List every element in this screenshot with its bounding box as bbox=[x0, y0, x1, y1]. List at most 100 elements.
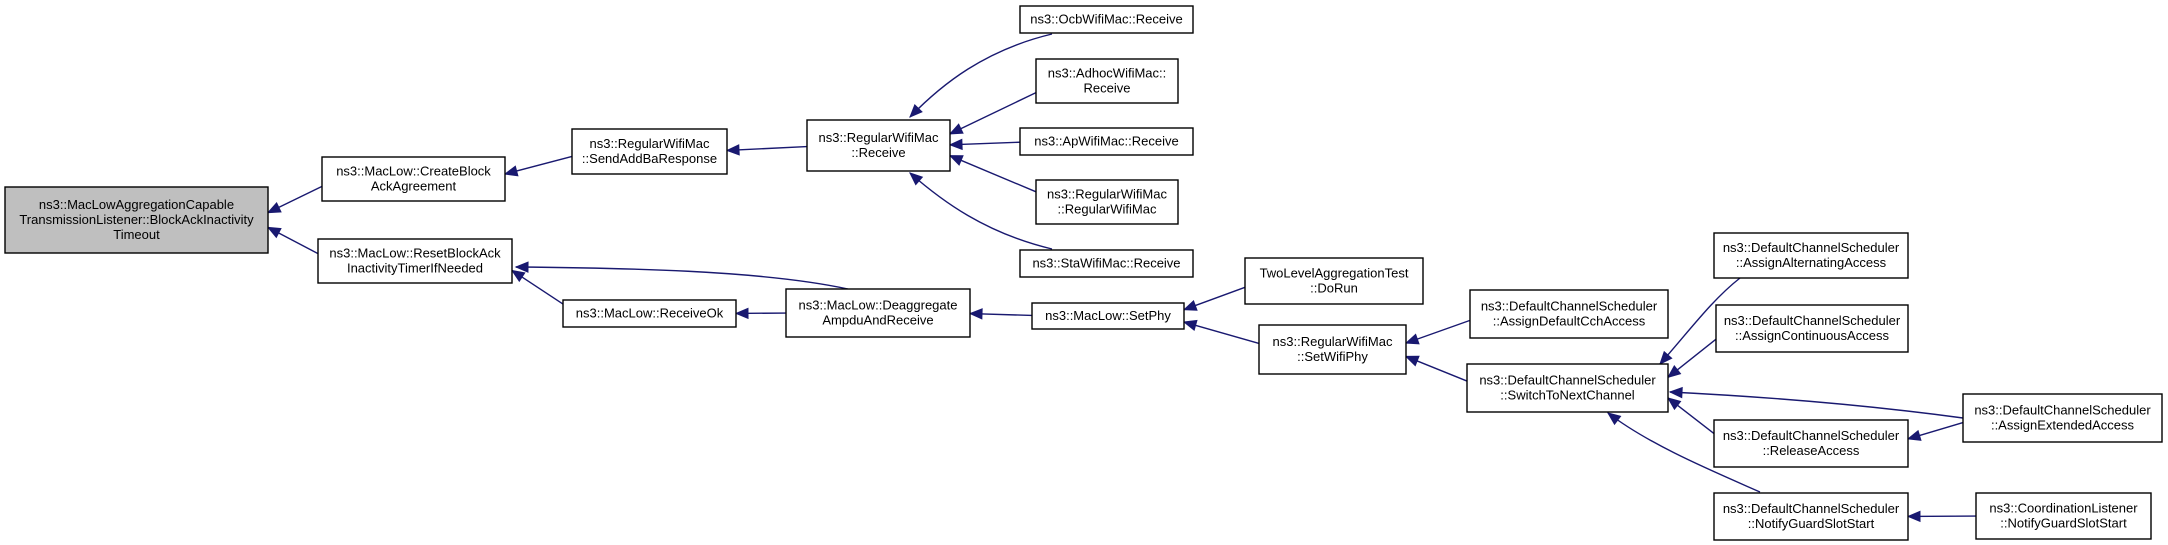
node-label: ns3::DefaultChannelScheduler bbox=[1974, 403, 2151, 418]
arrowhead-icon bbox=[1659, 350, 1673, 365]
node-box bbox=[317, 238, 513, 284]
arrowhead-icon bbox=[1182, 299, 1198, 311]
node-n21[interactable]: ns3::DefaultChannelScheduler::NotifyGuar… bbox=[1713, 492, 1909, 541]
node-n12[interactable]: ns3::MacLow::SetPhy bbox=[1031, 302, 1185, 330]
node-label: AckAgreement bbox=[371, 179, 457, 194]
edge-n11-to-n10 bbox=[734, 307, 787, 320]
node-n18[interactable]: ns3::DefaultChannelScheduler::AssignCont… bbox=[1715, 304, 1909, 353]
node-n7[interactable]: ns3::ApWifiMac::Receive bbox=[1019, 127, 1194, 156]
edge-n16-to-n14 bbox=[1404, 355, 1468, 382]
node-label: ns3::DefaultChannelScheduler bbox=[1481, 299, 1658, 314]
node-n8[interactable]: ns3::RegularWifiMac::RegularWifiMac bbox=[1035, 179, 1179, 225]
node-label: AmpduAndReceive bbox=[822, 313, 933, 328]
edge-line bbox=[1183, 321, 1260, 345]
node-label: ns3::AdhocWifiMac:: bbox=[1048, 66, 1167, 81]
edge-n19-to-n20 bbox=[1906, 421, 1964, 441]
node-label: ns3::MacLow::Deaggregate bbox=[799, 298, 958, 313]
node-label: ns3::DefaultChannelScheduler bbox=[1479, 373, 1656, 388]
node-label: ns3::DefaultChannelScheduler bbox=[1723, 501, 1900, 516]
arrowhead-icon bbox=[968, 308, 983, 320]
node-label: ::NotifyGuardSlotStart bbox=[1748, 516, 1875, 531]
arrowhead-icon bbox=[1404, 355, 1420, 367]
edge-n1-to-n0 bbox=[266, 185, 323, 214]
node-n9[interactable]: ns3::StaWifiMac::Receive bbox=[1019, 249, 1194, 278]
node-box bbox=[785, 288, 971, 338]
node-n10[interactable]: ns3::MacLow::ReceiveOk bbox=[562, 299, 737, 328]
edge-n15-to-n14 bbox=[1404, 319, 1471, 345]
node-box bbox=[806, 119, 951, 172]
arrowhead-icon bbox=[1182, 319, 1198, 331]
arrowhead-icon bbox=[1906, 429, 1922, 441]
edge-n8-to-n4 bbox=[948, 155, 1037, 193]
arrowhead-icon bbox=[734, 307, 749, 320]
node-label: ns3::MacLow::ResetBlockAck bbox=[329, 246, 501, 261]
node-label: ns3::MacLow::CreateBlock bbox=[336, 164, 491, 179]
node-box bbox=[1713, 492, 1909, 541]
edge-line bbox=[909, 33, 1053, 118]
edge-line bbox=[726, 145, 808, 152]
edge-line bbox=[949, 155, 1037, 193]
edge-line bbox=[949, 91, 1037, 135]
node-n17[interactable]: ns3::DefaultChannelScheduler::AssignAlte… bbox=[1713, 232, 1909, 279]
node-n15[interactable]: ns3::DefaultChannelScheduler::AssignDefa… bbox=[1469, 289, 1669, 339]
node-label: ::SendAddBaResponse bbox=[582, 151, 717, 166]
arrowhead-icon bbox=[1666, 365, 1682, 379]
node-label: TransmissionListener::BlockAckInactivity bbox=[19, 212, 254, 227]
arrowhead-icon bbox=[1404, 333, 1420, 345]
node-label: ::AssignExtendedAccess bbox=[1991, 418, 2135, 433]
node-n6[interactable]: ns3::AdhocWifiMac::Receive bbox=[1035, 58, 1179, 104]
arrowhead-icon bbox=[510, 269, 526, 283]
node-label: ns3::CoordinationListener bbox=[1989, 501, 2138, 516]
node-box bbox=[1466, 363, 1669, 413]
node-n5[interactable]: ns3::OcbWifiMac::Receive bbox=[1019, 5, 1194, 34]
node-n13[interactable]: TwoLevelAggregationTest::DoRun bbox=[1244, 257, 1424, 305]
node-label: ns3::StaWifiMac::Receive bbox=[1032, 256, 1180, 271]
edge-n5-to-n4 bbox=[909, 33, 1053, 118]
node-n3[interactable]: ns3::RegularWifiMac::SendAddBaResponse bbox=[571, 128, 728, 175]
node-label: Timeout bbox=[113, 227, 160, 242]
arrowhead-icon bbox=[909, 172, 924, 186]
edge-line bbox=[515, 266, 849, 290]
arrowhead-icon bbox=[725, 144, 740, 156]
edge-n17-to-n16 bbox=[1659, 277, 1741, 365]
edge-n22-to-n21 bbox=[1906, 510, 1977, 523]
node-label: ::RegularWifiMac bbox=[1058, 202, 1157, 217]
node-label: ns3::RegularWifiMac bbox=[1047, 187, 1167, 202]
node-n19[interactable]: ns3::DefaultChannelScheduler::AssignExte… bbox=[1962, 393, 2163, 443]
arrowhead-icon bbox=[1666, 397, 1682, 411]
arrowhead-icon bbox=[948, 123, 964, 135]
node-label: ::AssignAlternatingAccess bbox=[1736, 255, 1887, 270]
arrowhead-icon bbox=[266, 226, 282, 239]
edges-layer bbox=[266, 33, 1977, 523]
node-n4[interactable]: ns3::RegularWifiMac::Receive bbox=[806, 119, 951, 172]
edge-n3-to-n1 bbox=[503, 155, 573, 177]
node-box bbox=[1962, 393, 2163, 443]
node-n16[interactable]: ns3::DefaultChannelScheduler::SwitchToNe… bbox=[1466, 363, 1669, 413]
node-box bbox=[1244, 257, 1424, 305]
node-box bbox=[571, 128, 728, 175]
node-box bbox=[1019, 5, 1194, 34]
node-label: ns3::DefaultChannelScheduler bbox=[1723, 240, 1900, 255]
node-label: ::NotifyGuardSlotStart bbox=[2000, 516, 2127, 531]
node-n2[interactable]: ns3::MacLow::ResetBlockAckInactivityTime… bbox=[317, 238, 513, 284]
node-label: Receive bbox=[1084, 81, 1131, 96]
node-label: ::DoRun bbox=[1310, 281, 1358, 296]
arrowhead-icon bbox=[948, 138, 963, 151]
arrowhead-icon bbox=[1606, 412, 1622, 426]
node-box bbox=[1019, 127, 1194, 156]
node-label: ::AssignDefaultCchAccess bbox=[1493, 314, 1646, 329]
node-box bbox=[1975, 492, 2152, 540]
node-n0[interactable]: ns3::MacLowAggregationCapableTransmissio… bbox=[4, 186, 269, 254]
node-label: ns3::RegularWifiMac bbox=[590, 136, 710, 151]
node-n20[interactable]: ns3::DefaultChannelScheduler::ReleaseAcc… bbox=[1713, 419, 1909, 468]
edge-line bbox=[1669, 391, 1964, 419]
edge-line bbox=[909, 172, 1053, 250]
node-box bbox=[1035, 58, 1179, 104]
node-n14[interactable]: ns3::RegularWifiMac::SetWifiPhy bbox=[1258, 324, 1407, 375]
node-n22[interactable]: ns3::CoordinationListener::NotifyGuardSl… bbox=[1975, 492, 2152, 540]
node-label: ::SwitchToNextChannel bbox=[1500, 388, 1635, 403]
edge-n12-to-n11 bbox=[968, 308, 1033, 320]
